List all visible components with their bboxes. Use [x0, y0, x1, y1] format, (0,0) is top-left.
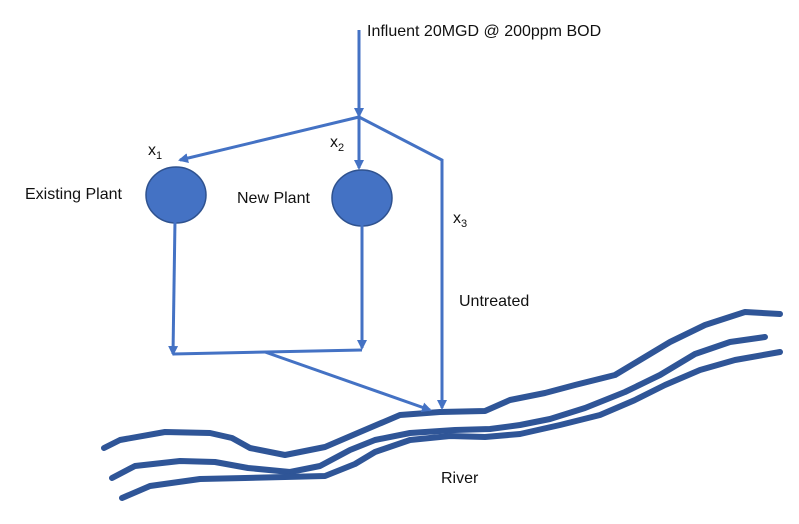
x3-branch-line [358, 115, 447, 410]
river [101, 309, 783, 501]
river-bank-middle [109, 334, 768, 481]
x1-branch-arrow [178, 115, 360, 163]
x3-label: x3 [453, 210, 467, 230]
existing-plant-outflow [168, 219, 179, 356]
treated-to-river-arrow [264, 350, 432, 413]
river-bank-top [101, 309, 783, 458]
untreated-label: Untreated [459, 293, 529, 310]
existing-plant-label: Existing Plant [25, 186, 122, 203]
x2-label: x2 [330, 134, 344, 154]
river-bank-bottom [119, 349, 783, 501]
new-plant-label: New Plant [237, 190, 310, 207]
x1-label: x1 [148, 142, 162, 162]
new-plant-node [331, 169, 393, 227]
river-label: River [441, 470, 479, 487]
existing-plant-node [145, 166, 207, 224]
influent-label: Influent 20MGD @ 200ppm BOD [367, 23, 601, 40]
